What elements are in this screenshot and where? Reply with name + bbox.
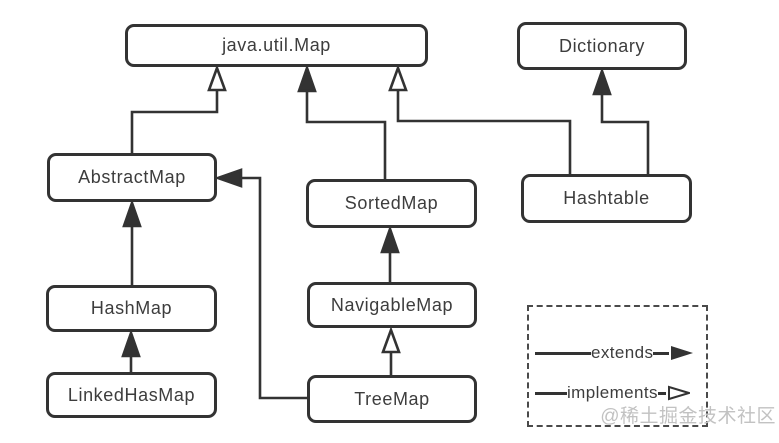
edge-linkedhasmap-extends-hashmap [121, 329, 141, 373]
extends-arrowhead-icon [671, 346, 694, 360]
node-label: HashMap [90, 298, 173, 318]
edge-navigablemap-extends-sortedmap [380, 225, 400, 283]
node-hashtable: Hashtable [521, 174, 692, 223]
node-label: Dictionary [558, 35, 646, 56]
edge-line [600, 94, 650, 175]
edge-hashtable-extends-dictionary [592, 67, 650, 175]
node-label: NavigableMap [330, 294, 454, 315]
legend-line-segment [657, 391, 666, 395]
implements-arrowhead-icon [207, 64, 227, 92]
extends-arrowhead-icon [297, 64, 317, 93]
edge-line [305, 90, 387, 180]
node-label: SortedMap [344, 193, 439, 213]
implements-arrowhead-icon [381, 326, 401, 354]
node-navigablemap: NavigableMap [307, 282, 477, 328]
node-label: Hashtable [563, 188, 650, 208]
extends-arrowhead-icon [121, 329, 141, 358]
legend-row-implements: implements [535, 383, 700, 403]
node-sortedmap: SortedMap [306, 179, 477, 228]
extends-arrowhead-icon [122, 199, 142, 228]
extends-arrowhead-icon [214, 168, 243, 188]
node-linkedhasmap: LinkedHasMap [46, 372, 217, 418]
node-label: LinkedHasMap [67, 384, 196, 405]
extends-arrowhead-icon [380, 225, 400, 254]
node-treemap: TreeMap [307, 375, 477, 423]
legend-box: extends implements [527, 305, 708, 427]
implements-arrowhead-icon [388, 64, 408, 92]
legend-extends-label: extends [591, 343, 654, 362]
node-abstractmap: AbstractMap [47, 153, 217, 202]
edge-treemap-implements-navigablemap [381, 326, 401, 376]
legend-row-extends: extends [535, 343, 700, 363]
edge-line [130, 90, 219, 154]
node-label: java.util.Map [222, 35, 331, 55]
watermark-text: @稀土掘金技术社区 [600, 406, 776, 427]
edge-hashmap-extends-abstractmap [122, 199, 142, 286]
node-label: TreeMap [354, 388, 430, 409]
edge-sortedmap-extends-map [297, 64, 387, 180]
implements-arrowhead-icon [667, 385, 690, 401]
legend-implements-label: implements [567, 383, 658, 402]
extends-arrowhead-icon [592, 67, 612, 96]
node-hashmap: HashMap [46, 285, 217, 332]
node-label: AbstractMap [78, 167, 186, 187]
legend-line-segment [535, 391, 567, 395]
node-dictionary: Dictionary [517, 22, 687, 70]
legend-line-segment [535, 351, 591, 355]
legend-line-segment [653, 351, 670, 355]
edge-line [241, 176, 308, 400]
edge-treemap-extends-abstractmap [214, 168, 308, 400]
edge-line [396, 90, 572, 175]
node-java-util-map: java.util.Map [125, 24, 428, 67]
edge-abstractmap-implements-map [130, 64, 227, 154]
edge-hashtable-implements-map [388, 64, 572, 175]
